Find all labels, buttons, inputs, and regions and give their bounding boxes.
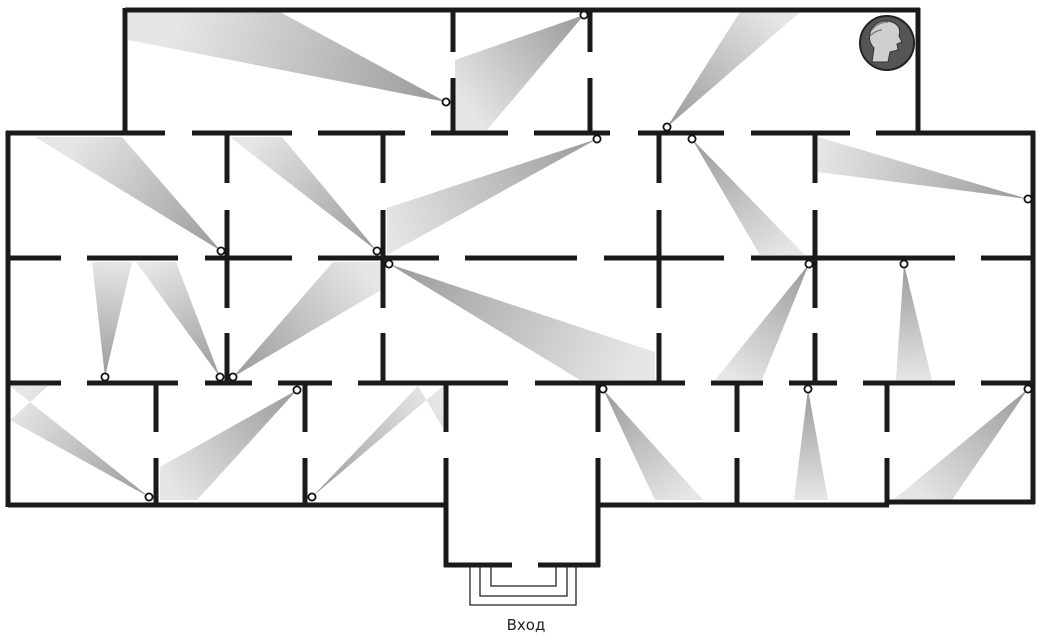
- camera-icon: [687, 134, 697, 144]
- camera-view-cone: [387, 139, 597, 255]
- camera-view-cone: [160, 390, 297, 500]
- camera-view-cone: [312, 386, 443, 497]
- camera-view-cone: [692, 139, 805, 255]
- camera-view-cone: [389, 264, 655, 380]
- camera-view-cone: [92, 262, 132, 377]
- camera-view-cone: [603, 389, 703, 500]
- walls: [5, 7, 1036, 568]
- step-outer: [469, 566, 577, 606]
- camera-view-cone: [818, 137, 1028, 199]
- camera-icon: [372, 246, 382, 256]
- camera-view-cone: [230, 137, 377, 251]
- camera-icon: [1023, 194, 1033, 204]
- camera-icon: [598, 384, 608, 394]
- camera-icon: [292, 385, 302, 395]
- camera-view-cone: [893, 389, 1028, 500]
- camera-icon: [441, 97, 451, 107]
- camera-view-cone: [233, 262, 381, 377]
- camera-icon: [803, 384, 813, 394]
- coin-portrait-icon: [859, 15, 915, 71]
- camera-view-cone: [128, 12, 446, 102]
- camera-icon: [307, 492, 317, 502]
- camera-icon: [1023, 384, 1033, 394]
- camera-icon: [804, 259, 814, 269]
- camera-icon: [216, 246, 226, 256]
- step-inner: [490, 566, 557, 587]
- camera-icon: [144, 492, 154, 502]
- camera-view-cone: [715, 264, 809, 380]
- camera-icon: [384, 259, 394, 269]
- camera-icon: [899, 259, 909, 269]
- cameras: [100, 10, 1033, 502]
- camera-icon: [100, 372, 110, 382]
- entrance-label: Вход: [506, 616, 546, 634]
- camera-view-cone: [455, 15, 584, 130]
- camera-icon: [579, 10, 589, 20]
- camera-cones: [10, 12, 1028, 500]
- camera-icon: [662, 122, 672, 132]
- camera-icon: [228, 372, 238, 382]
- entrance-steps: [469, 566, 577, 606]
- camera-icon: [215, 372, 225, 382]
- camera-icon: [592, 134, 602, 144]
- camera-view-cone: [667, 12, 800, 127]
- camera-view-cone: [794, 389, 828, 500]
- camera-view-cone: [136, 262, 220, 377]
- camera-view-cone: [896, 264, 932, 380]
- camera-view-cone: [10, 386, 149, 497]
- step-middle: [479, 566, 568, 597]
- camera-view-cone: [35, 137, 221, 251]
